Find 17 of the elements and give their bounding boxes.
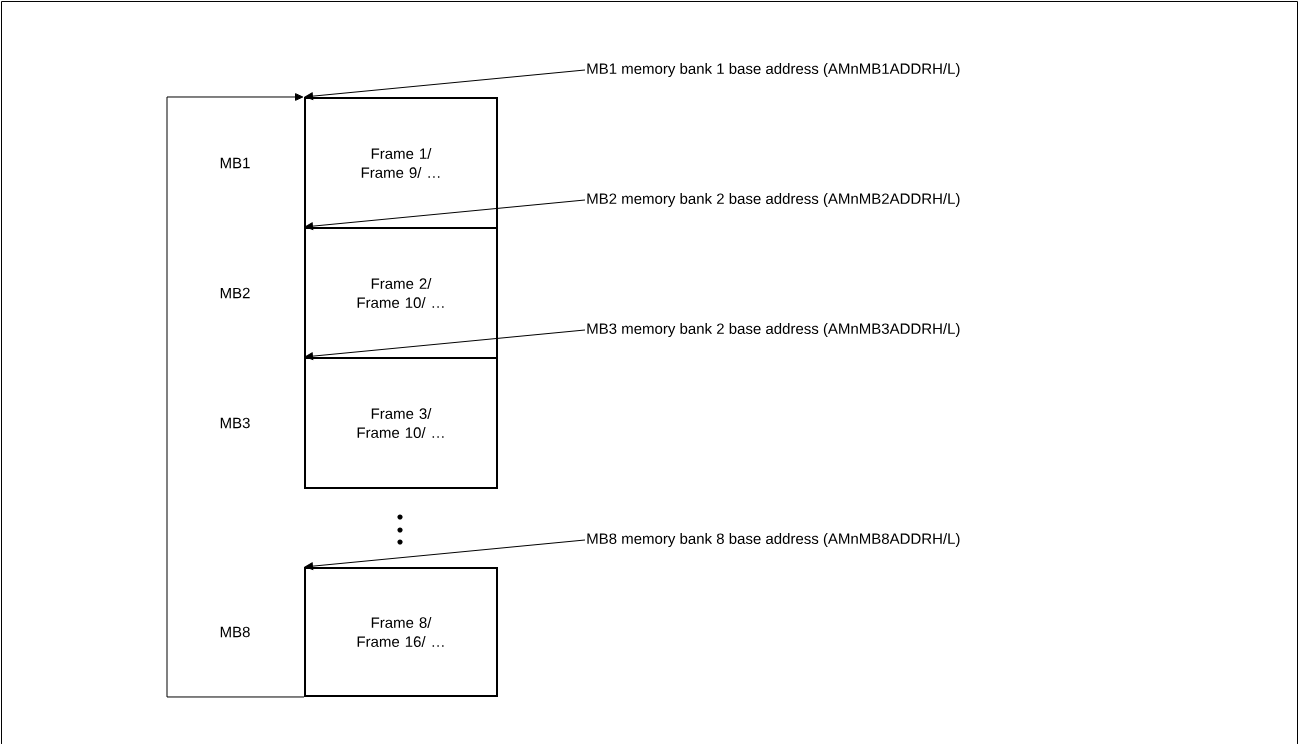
memory-bank-box: Frame 2/ Frame 10/ … xyxy=(304,227,498,359)
leader-arrow xyxy=(304,539,586,570)
memory-bank-box: Frame 3/ Frame 10/ … xyxy=(304,357,498,489)
bank-label: MB2 xyxy=(220,287,250,299)
loop-arrow xyxy=(166,93,305,698)
leader-arrow xyxy=(304,199,586,230)
leader-arrow xyxy=(304,329,586,360)
leader-arrow xyxy=(304,69,586,100)
bank-label: MB3 xyxy=(220,417,250,429)
memory-bank-box: Frame 1/ Frame 9/ … xyxy=(304,97,498,229)
address-label: MB1 memory bank 1 base address (AMnMB1ADDRH/L) xyxy=(587,63,960,77)
bank-label: MB1 xyxy=(220,157,250,169)
address-label: MB2 memory bank 2 base address (AMnMB2ADDRH/L) xyxy=(587,193,960,207)
memory-bank-box: Frame 8/ Frame 16/ … xyxy=(304,567,498,697)
bank-label: MB8 xyxy=(220,626,250,638)
address-label: MB3 memory bank 2 base address (AMnMB3ADDRH/L) xyxy=(587,323,960,337)
address-label: MB8 memory bank 8 base address (AMnMB8ADDRH/L) xyxy=(587,533,960,547)
